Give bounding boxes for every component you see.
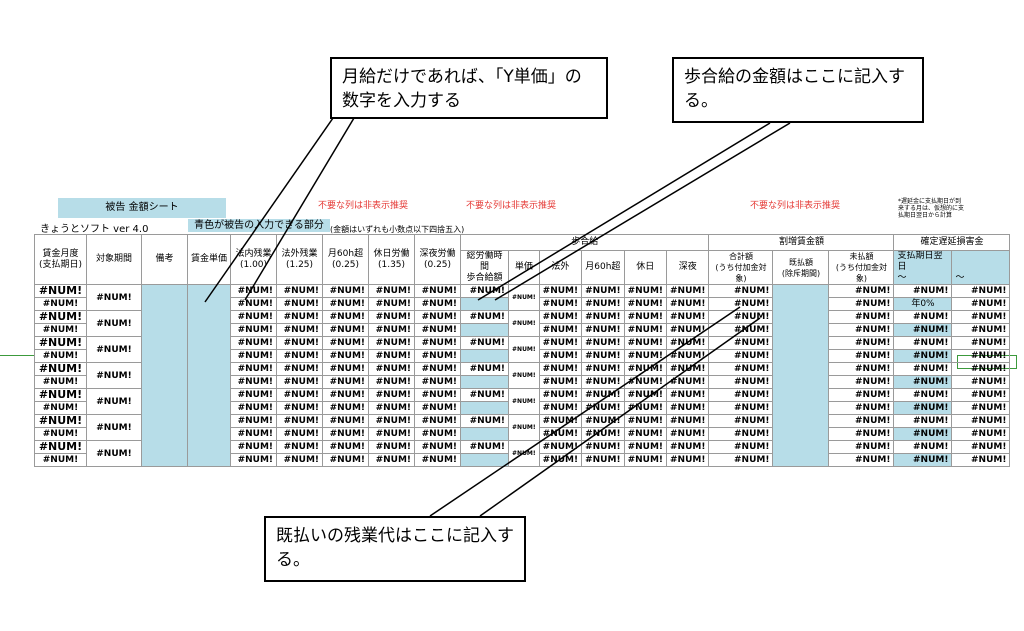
commission-amount-input[interactable] [460, 375, 510, 389]
total-cell[interactable]: #NUM! [708, 453, 774, 467]
table-row: #NUM!#NUM!#NUM!#NUM!#NUM!#NUM!#NUM!#NUM!… [34, 375, 1011, 389]
pointer-unit-price [204, 107, 341, 303]
period-cell[interactable]: #NUM! [86, 440, 142, 467]
remarks-input[interactable] [141, 284, 188, 467]
commission-amount-input[interactable] [460, 297, 510, 311]
sheet-title: 被告 金額シート [58, 198, 226, 218]
hide-columns-note-3: 不要な列は非表示推奨 [750, 201, 841, 211]
header-c-ot: 法外 [538, 250, 583, 285]
header-pay-next: 支払期日翌日 ～ [893, 250, 953, 285]
header-c-night: 深夜 [666, 250, 710, 285]
pointer-paid-b [479, 317, 761, 517]
table-row: #NUM!#NUM!#NUM!#NUM!#NUM!#NUM!#NUM!#NUM!… [34, 323, 1011, 337]
software-version: きょうとソフト ver 4.0 [40, 224, 149, 235]
callout-commission: 歩合給の金額はここに記入する。 [672, 57, 924, 123]
delay-start-cell[interactable]: #NUM! [893, 323, 953, 337]
header-night: 深夜労働 (0.25) [414, 234, 462, 285]
pointer-commission-b [477, 122, 771, 301]
header-c-holiday: 休日 [623, 250, 668, 285]
amount-sheet-grid: 賃金月度 (支払期日) 対象期間 備考 賃金単価 法内残業 (1.00) 法外残… [34, 234, 1011, 467]
commission-unit-cell[interactable]: #NUM! [508, 336, 540, 363]
pointer-paid [429, 306, 741, 517]
delay-start-cell[interactable]: #NUM! [893, 401, 953, 415]
commission-amount-input[interactable] [460, 453, 510, 467]
commission-premium-cell[interactable]: #NUM! [581, 453, 625, 467]
unit-price-input[interactable] [186, 284, 232, 467]
delay-end-cell[interactable]: #NUM! [951, 453, 1011, 467]
header-total-hours: 総労働時間 歩合給額 [460, 250, 510, 285]
table-row: #NUM!#NUM!#NUM!#NUM!#NUM!#NUM!#NUM!#NUM!… [34, 401, 1011, 415]
wage-month-cell[interactable]: #NUM! [34, 453, 87, 467]
header-unpaid: 未払額 (うち付加金対象) [828, 250, 895, 285]
tilde-label: ～ [955, 273, 965, 283]
header-remarks: 備考 [141, 234, 188, 285]
table-row: #NUM!#NUM!#NUM!#NUM!#NUM!#NUM!#NUM!#NUM!… [34, 414, 1011, 441]
header-ext-ot: 法外残業 (1.25) [276, 234, 324, 285]
table-row: #NUM!#NUM!#NUM!#NUM!#NUM!#NUM!#NUM!#NUM!… [34, 349, 1011, 363]
commission-amount-input[interactable] [460, 401, 510, 415]
header-holiday: 休日労働 (1.35) [368, 234, 416, 285]
pointer-commission [494, 122, 791, 301]
table-row: #NUM!#NUM!#NUM!#NUM!#NUM!#NUM!#NUM!#NUM!… [34, 336, 1011, 363]
pointer-unit-price-b [244, 107, 361, 301]
header-unit-price: 賃金単価 [186, 234, 232, 285]
total-hours-cell[interactable]: #NUM! [460, 362, 510, 376]
header-tilde: ～ [951, 250, 1011, 285]
commission-unit-cell[interactable]: #NUM! [508, 310, 540, 337]
header-c-over60: 月60h超 [581, 250, 625, 285]
commission-premium-cell[interactable]: #NUM! [666, 427, 710, 441]
commission-unit-cell[interactable]: #NUM! [508, 362, 540, 389]
header-wage-month: 賃金月度 (支払期日) [34, 234, 87, 285]
period-cell[interactable]: #NUM! [86, 388, 142, 415]
period-cell[interactable]: #NUM! [86, 362, 142, 389]
row-guide-line [0, 355, 34, 356]
table-row: #NUM!#NUM!#NUM!#NUM!#NUM!#NUM!#NUM!#NUM!… [34, 453, 1011, 467]
total-hours-cell[interactable]: #NUM! [460, 336, 510, 350]
rounding-note: (金額はいずれも小数点以下四捨五入) [330, 225, 465, 234]
wage-month-cell[interactable]: #NUM! [34, 401, 87, 415]
commission-premium-cell[interactable]: #NUM! [666, 453, 710, 467]
table-row: #NUM!#NUM!#NUM!#NUM!#NUM!#NUM!#NUM!#NUM!… [34, 284, 1011, 467]
callout-paid: 既払いの残業代はここに記入する。 [264, 516, 526, 582]
header-paid: 既払額 (除斥期間) [772, 250, 830, 285]
delay-start-cell[interactable]: #NUM! [893, 349, 953, 363]
hide-columns-note-1: 不要な列は非表示推奨 [318, 201, 409, 211]
commission-amount-input[interactable] [460, 349, 510, 363]
hide-columns-note-2: 不要な列は非表示推奨 [466, 201, 557, 211]
table-row: #NUM!#NUM!#NUM!#NUM!#NUM!#NUM!#NUM!#NUM!… [34, 427, 1011, 441]
overtime-cell[interactable]: #NUM! [414, 453, 462, 467]
delay-interest-note: *遅延金に支払期日が到来する月は、仮想的に支払期日翌日から計算 [898, 198, 965, 219]
table-row: #NUM!#NUM!#NUM!#NUM!#NUM!#NUM!#NUM!#NUM!… [34, 440, 1011, 467]
callout-unit-price: 月給だけであれば、「Y単価」の数字を入力する [330, 57, 608, 119]
overtime-cell[interactable]: #NUM! [276, 453, 324, 467]
